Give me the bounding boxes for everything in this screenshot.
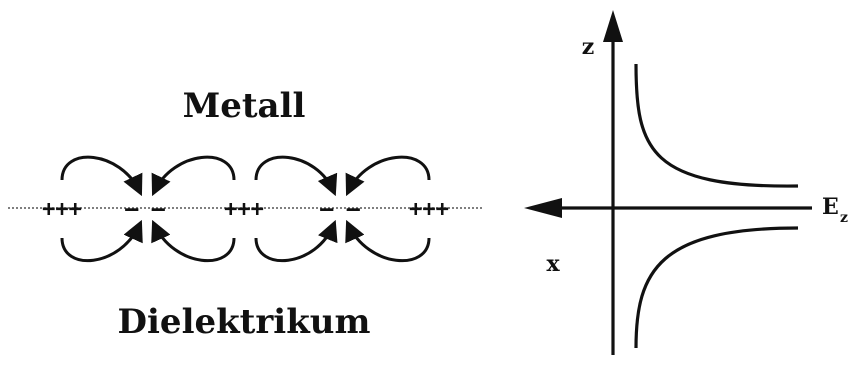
e-axis-label: E [822, 194, 839, 220]
e-axis-subscript: z [840, 210, 848, 226]
field-line-arrow [345, 155, 431, 197]
field-line-arrow [60, 219, 143, 263]
positive-charges-right: +++ [409, 197, 449, 222]
right-panel: z x E z [524, 10, 848, 355]
negative-charges-1: — — [125, 197, 165, 222]
field-line-arrow [60, 155, 143, 197]
negative-charges-2: — — [320, 197, 360, 222]
positive-charges-left: +++ [42, 197, 82, 222]
field-line-arrow [254, 219, 338, 263]
upper-field-decay-curve [634, 63, 799, 188]
field-line-arrow [151, 155, 236, 197]
x-axis-arrowhead [524, 198, 562, 218]
dielectric-label: Dielektrikum [118, 302, 371, 342]
z-axis-label: z [582, 34, 595, 60]
lower-field-decay-curve [634, 226, 799, 349]
z-axis-arrowhead [603, 10, 623, 42]
left-panel: Metall Dielektrikum +++ — — +++ — — +++ [8, 86, 484, 342]
field-line-arrow [254, 155, 338, 197]
x-axis-label: x [546, 251, 560, 277]
metal-label: Metall [183, 86, 306, 126]
field-line-arrow [151, 219, 236, 263]
field-lines [60, 155, 431, 263]
positive-charges-middle: +++ [224, 197, 264, 222]
field-line-arrow [345, 219, 431, 263]
